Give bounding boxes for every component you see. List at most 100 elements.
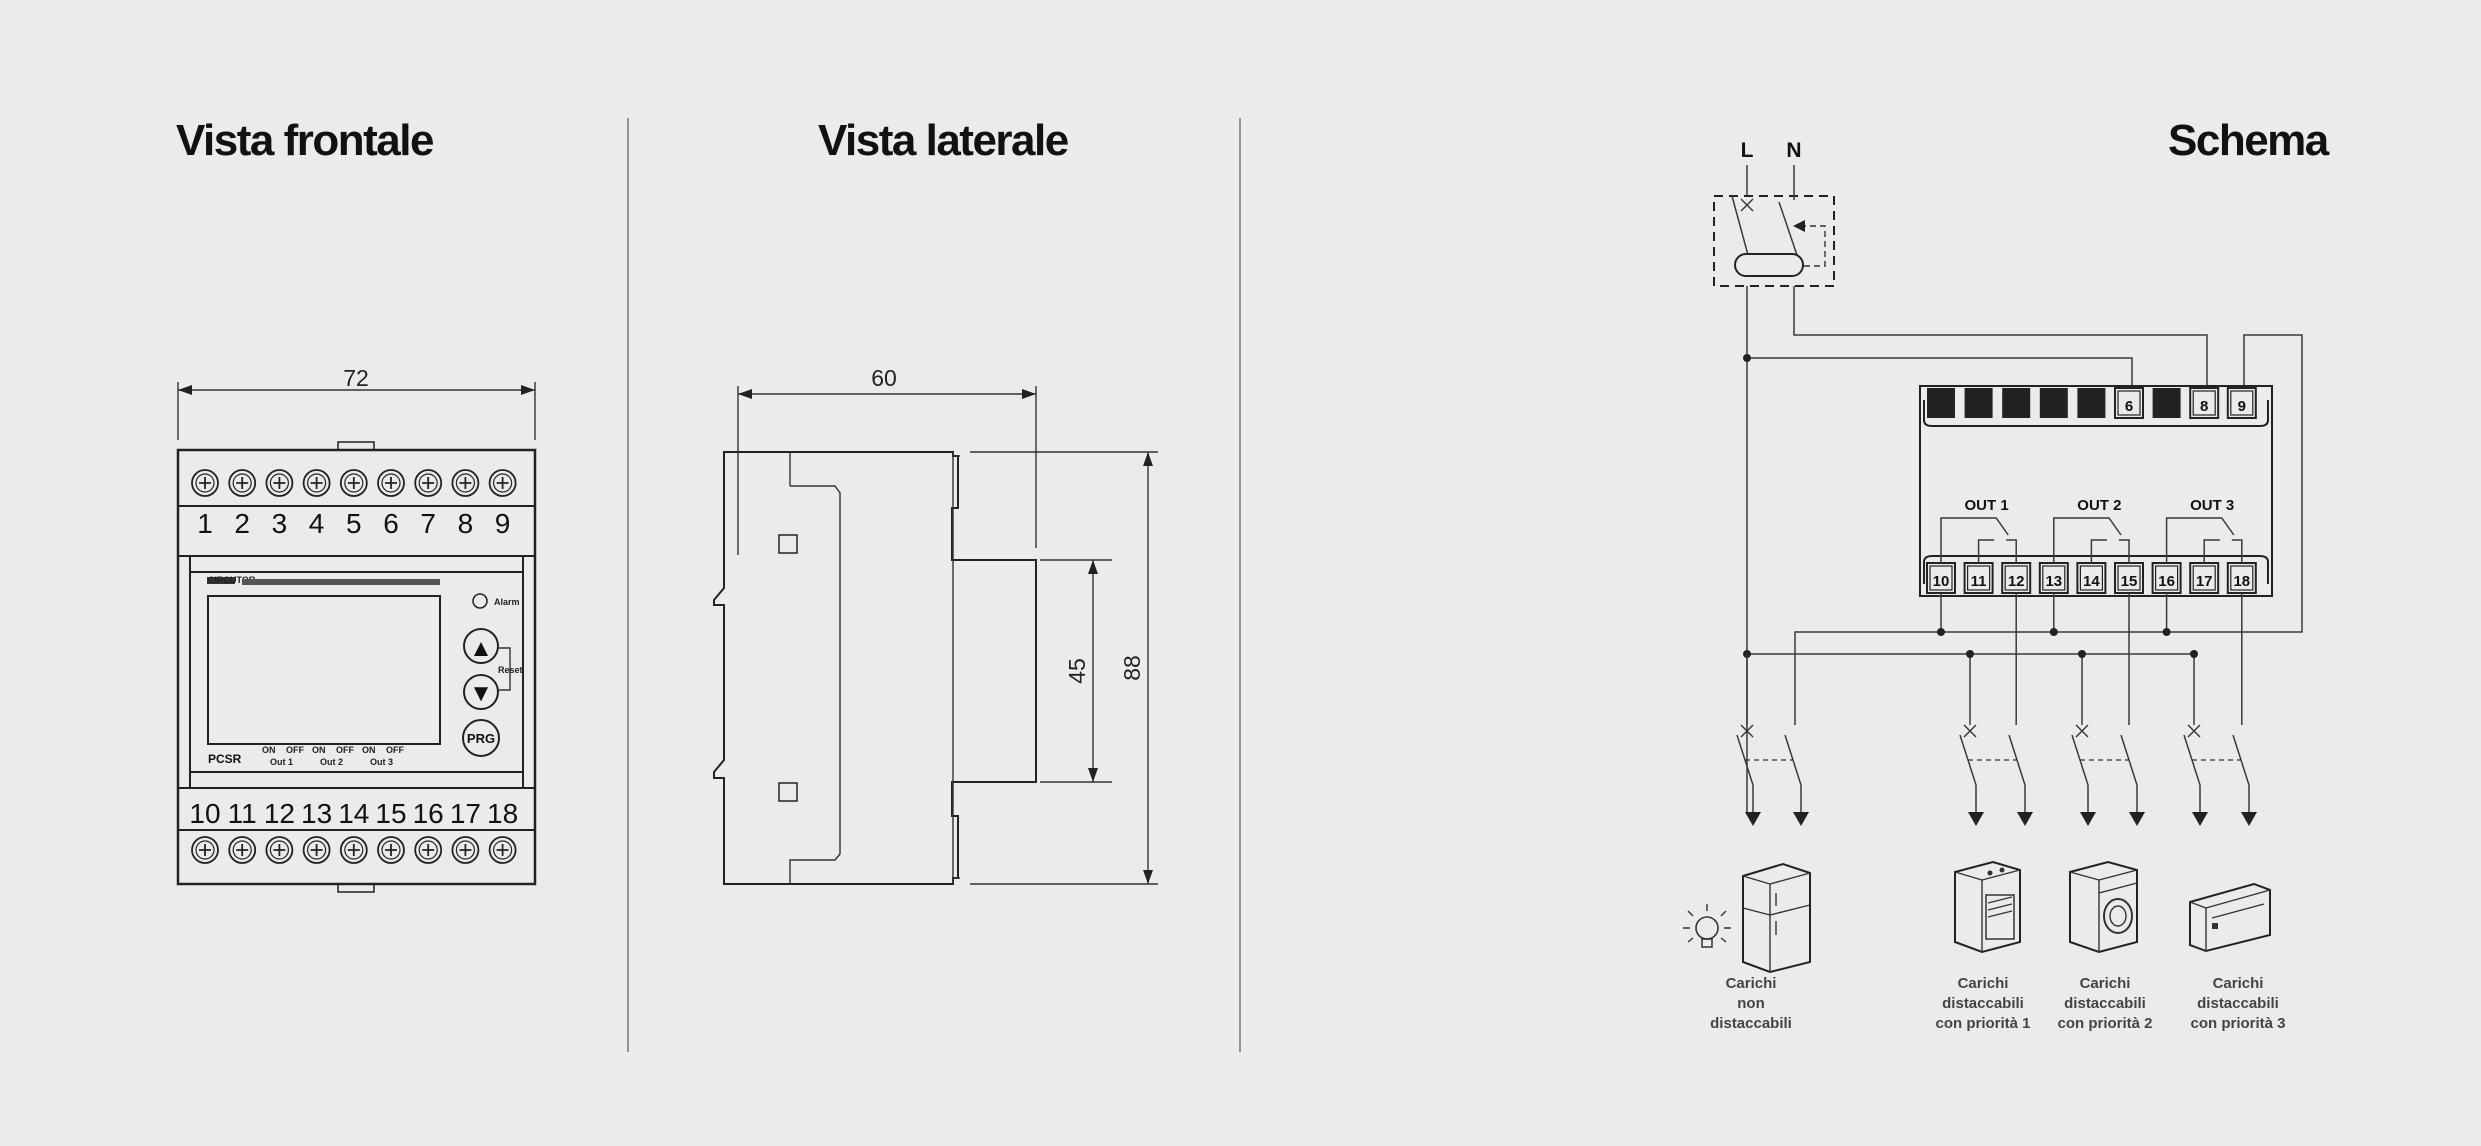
side-view: 60 45 88 xyxy=(713,365,1158,885)
schema-terminal: 18 xyxy=(2226,562,2257,594)
front-width-dimension: 72 xyxy=(177,365,536,440)
terminal-number: 11 xyxy=(228,798,257,829)
terminal-screw-icon xyxy=(414,836,443,864)
terminal-number: 3 xyxy=(272,508,288,539)
schema-terminal-number: 13 xyxy=(2045,573,2062,590)
load-switch xyxy=(1959,724,2033,826)
model-label: PCSR xyxy=(208,752,242,766)
terminal-number: 15 xyxy=(375,798,406,829)
schema-title: Schema xyxy=(2168,116,2330,165)
prg-button[interactable]: PRG xyxy=(462,719,500,757)
schema-terminal: 13 xyxy=(2038,562,2069,594)
load-switch xyxy=(1736,654,1809,826)
load-switch xyxy=(2071,724,2145,826)
schema-terminal-number: 16 xyxy=(2158,573,2175,590)
depth-dimension: 60 xyxy=(737,365,1037,555)
schema-terminal-number: 14 xyxy=(2083,573,2100,590)
load-caption-line: con priorità 1 xyxy=(1935,1015,2030,1032)
terminal-screw-icon xyxy=(191,836,219,864)
display-screen xyxy=(207,595,441,745)
arrow-down-icon xyxy=(2129,812,2145,826)
terminal-number: 1 xyxy=(197,508,213,539)
terminal-number: 7 xyxy=(420,508,436,539)
washing-machine-icon xyxy=(2069,860,2138,954)
depth-label: 60 xyxy=(871,365,897,391)
heater-icon xyxy=(2189,882,2271,953)
schema-terminal: 17 xyxy=(2189,562,2220,594)
side-clip-bottom xyxy=(778,782,798,802)
prg-button-label: PRG xyxy=(467,731,495,746)
out-off-label: OFF xyxy=(336,745,354,755)
load-caption-line: con priorità 3 xyxy=(2190,1015,2285,1032)
arrow-down-icon xyxy=(2017,812,2033,826)
terminal-number: 6 xyxy=(383,508,399,539)
fridge-icon xyxy=(1742,862,1811,974)
bottom-terminal-screws xyxy=(191,836,517,864)
reset-label: Reset xyxy=(498,665,523,675)
terminal-screw-icon xyxy=(265,836,294,864)
schema-terminal xyxy=(2152,388,2181,418)
alarm-led xyxy=(472,593,488,609)
load-caption-line: Carichi xyxy=(1958,975,2009,992)
up-button[interactable]: ▲ xyxy=(463,628,499,664)
schema-terminal: 11 xyxy=(1963,562,1994,594)
terminal-screw-icon xyxy=(414,469,443,497)
schema-terminal: 9 xyxy=(2226,387,2257,419)
schema-terminal-number: 18 xyxy=(2233,573,2250,590)
top-bar xyxy=(242,579,440,585)
line-L-label: L xyxy=(1741,139,1754,162)
arrow-down-icon xyxy=(2080,812,2096,826)
arrow-down-icon xyxy=(1968,812,1984,826)
terminal-screw-icon xyxy=(228,469,257,497)
out-off-label: OFF xyxy=(286,745,304,755)
schema-terminal: 14 xyxy=(2076,562,2107,594)
schema-terminal-number: 15 xyxy=(2121,573,2138,590)
output-label: OUT 1 xyxy=(1965,497,2009,514)
load-switch xyxy=(2183,724,2257,826)
terminal-number: 14 xyxy=(338,798,369,829)
main-breaker-box xyxy=(1713,195,1835,287)
out-off-label: OFF xyxy=(386,745,404,755)
arrow-down-icon xyxy=(2192,812,2208,826)
load-caption-line: distaccabili xyxy=(2197,995,2279,1012)
schema-terminal: 16 xyxy=(2151,562,2182,594)
schema-terminal: 10 xyxy=(1926,562,1956,594)
terminal-screw-icon xyxy=(265,469,294,497)
schema-terminal-number: 17 xyxy=(2196,573,2213,590)
load-switches xyxy=(1736,654,2257,826)
terminal-screw-icon xyxy=(488,469,517,497)
front-view-title: Vista frontale xyxy=(176,116,433,165)
terminal-screw-icon xyxy=(302,469,331,497)
terminal-screw-icon xyxy=(228,836,257,864)
terminal-number: 5 xyxy=(346,508,362,539)
load-caption-line: Carichi xyxy=(2213,975,2264,992)
terminal-number: 18 xyxy=(487,798,518,829)
height-dimension: 88 xyxy=(970,451,1158,885)
output-relay: OUT 2 xyxy=(2053,497,2130,563)
schema-terminal: 12 xyxy=(2001,562,2032,594)
terminal-number: 10 xyxy=(189,798,220,829)
side-clip-top xyxy=(778,534,798,554)
load-caption-line: con priorità 2 xyxy=(2057,1015,2152,1032)
terminal-screw-icon xyxy=(488,836,517,864)
down-button[interactable]: ▼ xyxy=(463,674,499,710)
terminal-number: 2 xyxy=(234,508,250,539)
terminal-screw-icon xyxy=(377,836,405,864)
terminal-screw-icon xyxy=(451,836,480,864)
output-label: OUT 2 xyxy=(2077,497,2121,514)
load-caption-line: Carichi xyxy=(2080,975,2131,992)
brand-logo xyxy=(207,577,235,584)
schema-terminal-number: 9 xyxy=(2238,398,2246,415)
schema-terminal xyxy=(1927,388,1955,418)
oven-icon xyxy=(1954,860,2021,954)
alarm-label: Alarm xyxy=(494,597,520,607)
terminal-screw-icon xyxy=(339,836,368,864)
load-caption-line: distaccabili xyxy=(1942,995,2024,1012)
schema-terminal xyxy=(1964,388,1993,418)
terminal-number: 12 xyxy=(264,798,295,829)
